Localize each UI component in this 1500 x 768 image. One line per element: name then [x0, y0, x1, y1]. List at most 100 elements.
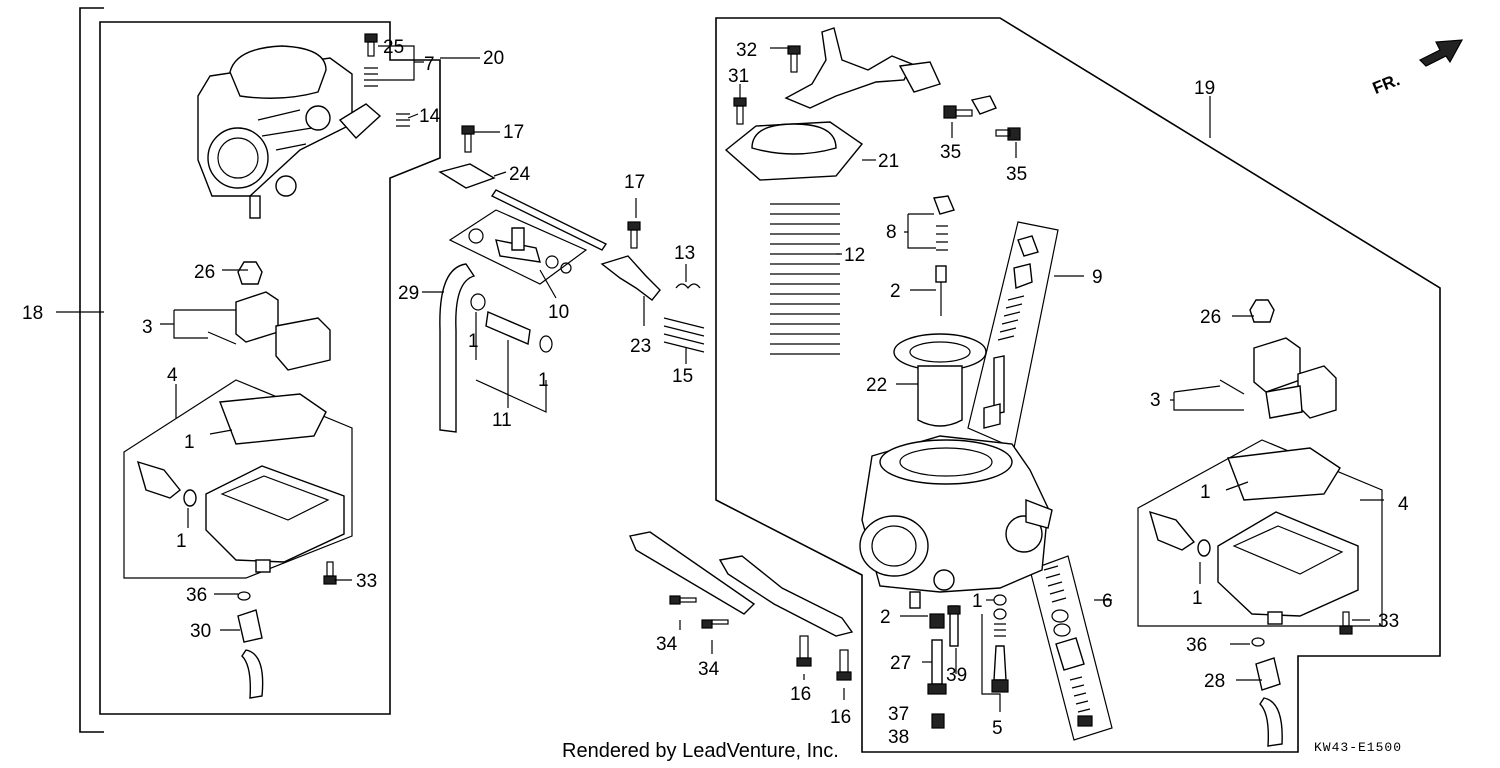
float-valve-26-right [1249, 299, 1275, 323]
joint-10 [468, 227, 572, 274]
callout-28: 28 [1204, 671, 1225, 692]
callout-26: 26 [194, 262, 215, 283]
callout-1: 1 [972, 591, 983, 612]
outline-assembly-20 [99, 21, 441, 715]
cap-21 [724, 121, 864, 181]
screw-17-left [461, 125, 475, 153]
screws-35 [943, 95, 1021, 141]
outline-float-chamber-left [123, 379, 353, 579]
screw-32 [787, 45, 801, 73]
float-valve-26-left [237, 261, 263, 285]
callout-35: 35 [940, 142, 961, 163]
callout-35: 35 [1006, 164, 1027, 185]
choke-set-9 [983, 235, 1039, 429]
outline-set-9 [967, 221, 1059, 449]
screws-34 [669, 595, 729, 629]
callout-4: 4 [167, 365, 178, 386]
needle-set-8 [933, 195, 955, 251]
screw-17-mid [627, 221, 641, 249]
callout-18: 18 [22, 303, 43, 324]
callout-5: 5 [992, 718, 1003, 739]
stay-plate-34 [629, 531, 756, 615]
callout-3: 3 [142, 317, 153, 338]
callout-20: 20 [483, 48, 504, 69]
callout-24: 24 [509, 164, 531, 185]
callout-38: 38 [888, 727, 909, 748]
plate-24 [438, 163, 496, 189]
callout-9: 9 [1092, 267, 1103, 288]
callout-12: 12 [844, 245, 865, 266]
callout-1: 1 [184, 432, 195, 453]
spring-12 [770, 203, 840, 355]
hose-28 [1251, 637, 1283, 747]
bracket-18 [79, 7, 104, 733]
spring-13 [675, 283, 701, 289]
outline-set-10 [448, 209, 588, 285]
hose-29 [439, 263, 476, 433]
callout-26: 26 [1200, 307, 1221, 328]
callout-30: 30 [190, 621, 211, 642]
rendered-by-credit: Rendered by LeadVenture, Inc. [562, 740, 839, 762]
callout-25: 25 [383, 37, 404, 58]
outline-set-6 [1029, 555, 1113, 741]
screw-25 [364, 33, 378, 57]
callout-labels: 18 25 7 20 14 17 24 17 13 26 3 4 1 1 33 … [22, 37, 1409, 748]
callout-32: 32 [736, 40, 757, 61]
callout-15: 15 [672, 366, 693, 387]
callout-31: 31 [728, 66, 749, 87]
outline-float-chamber-right [1137, 439, 1383, 627]
spring-14 [396, 113, 410, 127]
rod [490, 189, 608, 251]
callout-39: 39 [946, 665, 967, 686]
callout-2: 2 [890, 281, 901, 302]
callout-36: 36 [1186, 635, 1207, 656]
callout-16: 16 [790, 684, 811, 705]
screw-33-right [1339, 611, 1353, 635]
callout-7: 7 [424, 54, 435, 75]
outline-assembly-19 [715, 17, 1441, 753]
callout-1: 1 [538, 370, 549, 391]
diagram-code: KW43-E1500 [1314, 740, 1402, 755]
callout-16: 16 [830, 707, 851, 728]
callout-8: 8 [886, 222, 897, 243]
callout-1: 1 [468, 331, 479, 352]
callout-27: 27 [890, 653, 911, 674]
air-screw-set-6 [1043, 565, 1093, 727]
callout-1: 1 [1192, 588, 1203, 609]
lever-23 [600, 255, 661, 301]
callout-21: 21 [878, 151, 899, 172]
spring-7 [364, 67, 378, 87]
callout-17: 17 [624, 172, 645, 193]
callout-1: 1 [176, 531, 187, 552]
hose-30 [237, 591, 264, 699]
carburetor-body-left [197, 45, 382, 219]
front-direction-label: FR. [1370, 70, 1403, 98]
callout-10: 10 [548, 302, 569, 323]
spring-15 [663, 317, 705, 353]
needle-jet-27 [927, 639, 947, 695]
callout-29: 29 [398, 283, 419, 304]
plug-37-38 [931, 713, 945, 729]
pilot-screw-set-5 [991, 594, 1009, 693]
screw-33-left [323, 561, 337, 585]
diaphragm-22 [893, 333, 987, 427]
callout-23: 23 [630, 336, 651, 357]
callout-33: 33 [356, 571, 377, 592]
screw-31 [733, 97, 747, 125]
callout-4: 4 [1398, 494, 1409, 515]
callout-36: 36 [186, 585, 207, 606]
callout-17: 17 [503, 122, 524, 143]
pipe-11 [470, 293, 553, 353]
callout-37: 37 [888, 704, 909, 725]
callout-6: 6 [1102, 591, 1113, 612]
callout-34: 34 [698, 659, 720, 680]
main-jet-2 [929, 613, 945, 629]
callout-2: 2 [880, 607, 891, 628]
callout-33: 33 [1378, 611, 1399, 632]
float-chamber-left [136, 393, 345, 573]
callout-13: 13 [674, 243, 695, 264]
callout-14: 14 [419, 106, 441, 127]
callout-22: 22 [866, 375, 887, 396]
callout-1: 1 [1200, 482, 1211, 503]
